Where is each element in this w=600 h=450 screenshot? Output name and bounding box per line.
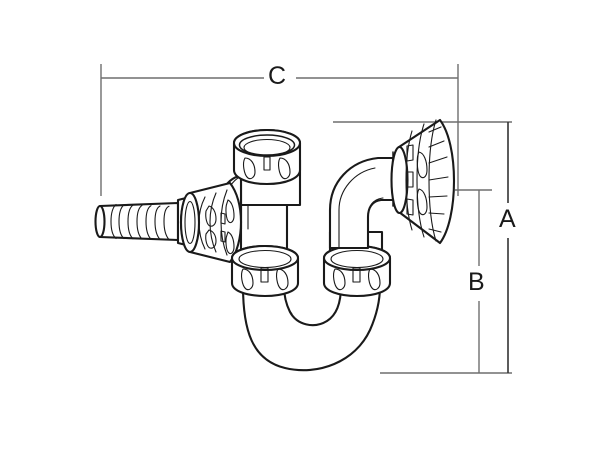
dimension-label-b: B [468, 268, 485, 296]
outlet-elbow [328, 150, 401, 250]
top-collar [232, 128, 302, 186]
top-collar-flutes [233, 154, 301, 180]
dimension-label-a: A [499, 205, 516, 233]
barb-nut-flutes [198, 189, 235, 256]
hose-barb-ribs [110, 203, 170, 241]
dimension-c [100, 64, 459, 196]
dimension-b [455, 189, 492, 373]
left-joint-nut-flutes [231, 265, 299, 291]
outlet-nut-ribs [405, 119, 449, 242]
u-bend [241, 284, 382, 372]
hose-barb [94, 195, 192, 248]
dimension-label-c: C [268, 62, 287, 90]
left-joint-nut [230, 244, 300, 298]
right-joint-nut [322, 244, 392, 298]
barb-nut [179, 181, 243, 264]
right-joint-nut-flutes [323, 265, 391, 291]
outlet-nut [390, 118, 456, 245]
dimension-a [333, 121, 512, 374]
